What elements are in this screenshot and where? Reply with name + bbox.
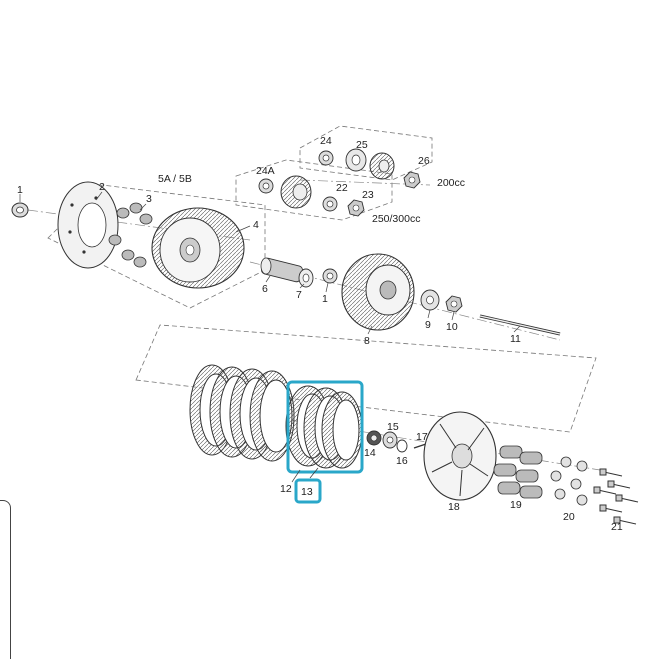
label-part-25: 25 bbox=[356, 139, 368, 151]
label-part-8: 8 bbox=[364, 335, 370, 347]
highlight-plate-group bbox=[286, 380, 364, 474]
label-part-6: 6 bbox=[262, 283, 268, 295]
part-20-spring-cups bbox=[550, 456, 588, 506]
outline-gear-200 bbox=[299, 125, 433, 181]
part-26-nut bbox=[403, 171, 421, 189]
highlight-frames bbox=[286, 380, 364, 504]
label-part-22: 22 bbox=[336, 182, 348, 194]
part-gear-200 bbox=[369, 152, 395, 180]
outline-plate-pack bbox=[135, 324, 597, 433]
label-part-1: 1 bbox=[17, 184, 23, 196]
part-11-pushrod bbox=[479, 314, 561, 336]
label-part-9: 9 bbox=[425, 319, 431, 331]
part-6-bushing bbox=[260, 257, 303, 283]
label-part-3: 3 bbox=[146, 193, 152, 205]
label-part-5: 5A / 5B bbox=[158, 173, 192, 185]
outline-gear-250 bbox=[235, 159, 393, 221]
label-part-14: 14 bbox=[364, 447, 376, 459]
part-7-spacer bbox=[298, 268, 314, 288]
label-variant-250-300cc: 250/300cc bbox=[372, 213, 420, 225]
part-18-pressure-plate bbox=[423, 411, 497, 501]
label-part-24: 24 bbox=[320, 135, 332, 147]
label-part-13: 13 bbox=[301, 486, 313, 498]
label-part-19: 19 bbox=[510, 499, 522, 511]
part-9-lock-washer bbox=[420, 289, 440, 311]
label-part-26: 26 bbox=[418, 155, 430, 167]
part-14-bearing bbox=[366, 430, 382, 446]
part-8-clutch-hub bbox=[341, 253, 415, 331]
part-22-washer bbox=[322, 196, 338, 212]
label-part-24a: 24A bbox=[256, 165, 275, 177]
label-part-20: 20 bbox=[563, 511, 575, 523]
outline-clutch-basket bbox=[47, 184, 266, 309]
part-1-washer-b bbox=[322, 268, 338, 284]
highlight-label-13 bbox=[294, 478, 322, 504]
label-part-17: 17 bbox=[416, 431, 428, 443]
part-17-pin bbox=[413, 443, 427, 449]
label-part-16: 16 bbox=[396, 455, 408, 467]
part-10-nut bbox=[445, 295, 463, 313]
label-variant-200cc: 200cc bbox=[437, 177, 465, 189]
part-labels: 1 2 3 4 5A / 5B 6 7 1 8 9 10 11 12 13 14… bbox=[17, 135, 623, 533]
label-part-12: 12 bbox=[280, 483, 292, 495]
label-part-1b: 1 bbox=[322, 293, 328, 305]
part-23-nut bbox=[347, 199, 365, 217]
part-24-washer bbox=[318, 150, 334, 166]
part-4-clutch-basket bbox=[151, 207, 245, 289]
label-part-10: 10 bbox=[446, 321, 458, 333]
part-gear-250 bbox=[280, 175, 312, 209]
part-1-washer bbox=[11, 202, 29, 218]
part-19-springs bbox=[493, 445, 543, 499]
part-15-washer bbox=[382, 431, 398, 449]
part-24a-washer bbox=[258, 178, 274, 194]
leader-lines bbox=[19, 191, 521, 483]
page-edge-fragment bbox=[0, 500, 11, 659]
part-25-bearing bbox=[345, 148, 367, 172]
label-part-15: 15 bbox=[387, 421, 399, 433]
part-3-dampers bbox=[108, 202, 153, 268]
part-21-bolts bbox=[593, 468, 639, 525]
label-part-2: 2 bbox=[99, 181, 105, 193]
part-2-primary-gear bbox=[57, 181, 119, 269]
label-part-18: 18 bbox=[448, 501, 460, 513]
part-16-ring bbox=[396, 439, 408, 453]
label-part-11: 11 bbox=[510, 333, 521, 345]
assembly-outlines bbox=[47, 125, 597, 433]
label-part-7: 7 bbox=[296, 289, 302, 301]
label-part-21: 21 bbox=[611, 521, 623, 533]
label-part-4: 4 bbox=[253, 219, 259, 231]
label-part-23: 23 bbox=[362, 189, 374, 201]
part-12-13-plate-stack bbox=[189, 364, 363, 469]
